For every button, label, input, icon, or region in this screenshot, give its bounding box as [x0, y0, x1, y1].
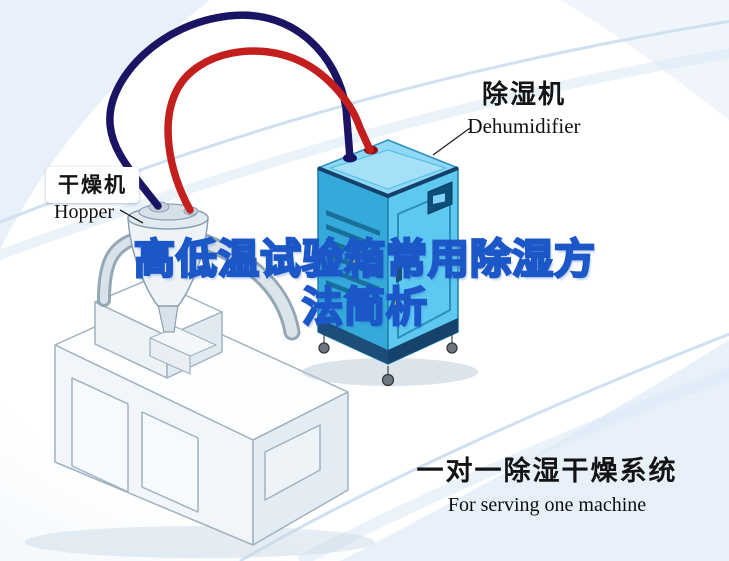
caster-wheel [381, 373, 395, 387]
dehumidifier-label-en: Dehumidifier [467, 114, 581, 138]
pointer-line-hopper [119, 209, 144, 224]
door-panel-left [71, 377, 129, 493]
streak-line [239, 332, 729, 561]
hopper-unit [127, 201, 209, 333]
base-band-left [318, 318, 388, 364]
caster-wheel [446, 342, 458, 354]
door-panel-middle [141, 411, 199, 513]
dehumidifier-machine [302, 139, 478, 387]
hose-blue [106, 11, 354, 210]
base-band-right [388, 318, 458, 364]
dehumidifier-label: 除湿机 Dehumidifier [436, 74, 612, 139]
hopper-pedestal-front [149, 337, 191, 375]
caster-wheel [318, 342, 330, 354]
main-title-line1: 高低温试验箱常用除湿方 [133, 234, 597, 284]
door-handle [396, 265, 402, 283]
pointer-line-dehumidifier [432, 127, 471, 156]
hoses [106, 11, 374, 214]
hose-red [164, 47, 374, 214]
gray-duct [199, 236, 298, 338]
vent-grille [326, 210, 380, 306]
main-title: 高低温试验箱常用除湿方 法简析 [70, 234, 660, 332]
pointer-lines [119, 127, 471, 224]
dehumidifier-label-zh: 除湿机 [481, 80, 566, 110]
streak-line [0, 48, 729, 261]
dehumidifier-top-trim [317, 166, 459, 198]
main-title-line2: 法简析 [301, 282, 429, 332]
extruder-machine [25, 233, 375, 558]
elbow-duct [100, 236, 136, 304]
control-screen [433, 193, 445, 204]
machine-shadow [25, 526, 375, 558]
corner-swoosh-topleft [0, 0, 210, 250]
hopper-label-en: Hopper [54, 201, 114, 223]
corner-swoosh-bottomright [340, 340, 729, 561]
system-caption-zh: 一对一除湿干燥系统 [416, 456, 678, 487]
system-caption: 一对一除湿干燥系统 For serving one machine [392, 449, 702, 517]
hopper-cone [127, 217, 209, 307]
hopper-label-zh: 干燥机 [46, 167, 139, 203]
dehumidifier-shadow [302, 358, 478, 386]
streak-line [297, 367, 729, 561]
caster-wheels [318, 334, 458, 387]
door-panel-right [264, 424, 321, 501]
system-caption-en: For serving one machine [447, 494, 647, 516]
